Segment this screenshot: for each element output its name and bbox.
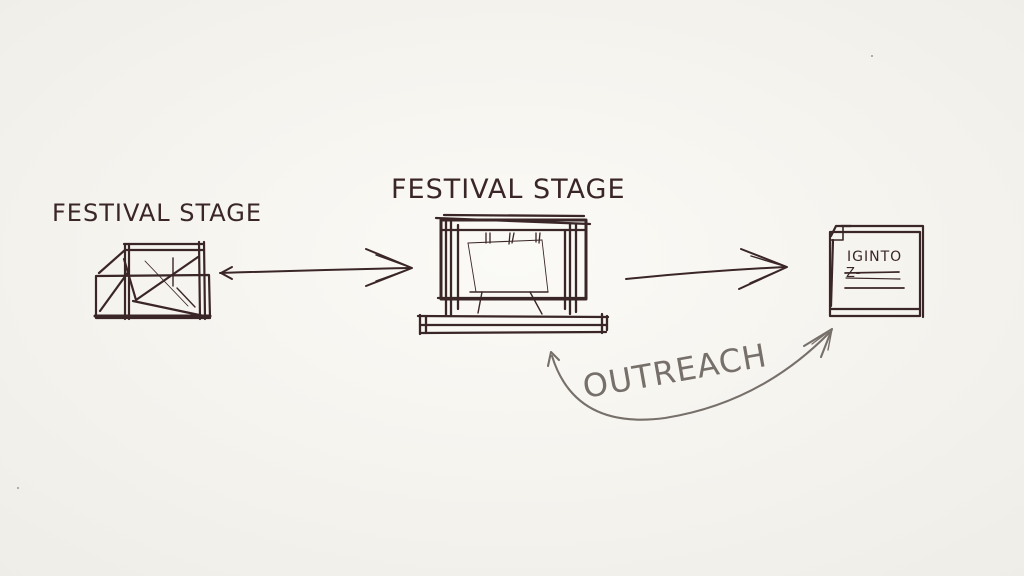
stage-left-label: FESTIVAL STAGE: [52, 199, 262, 227]
stage-center-label: FESTIVAL STAGE: [391, 174, 626, 205]
document-icon: [828, 224, 925, 319]
paper-speck: [17, 487, 19, 489]
document-mark: Z-: [846, 266, 861, 281]
stage-icon: [416, 213, 610, 336]
outreach-arrow: [546, 327, 834, 421]
envelope-icon: [93, 240, 212, 321]
paper-speck: [871, 55, 873, 57]
right-arrow: [625, 248, 788, 290]
bidirectional-arrow: [219, 248, 413, 287]
document-heading: IGINTO: [847, 249, 902, 265]
